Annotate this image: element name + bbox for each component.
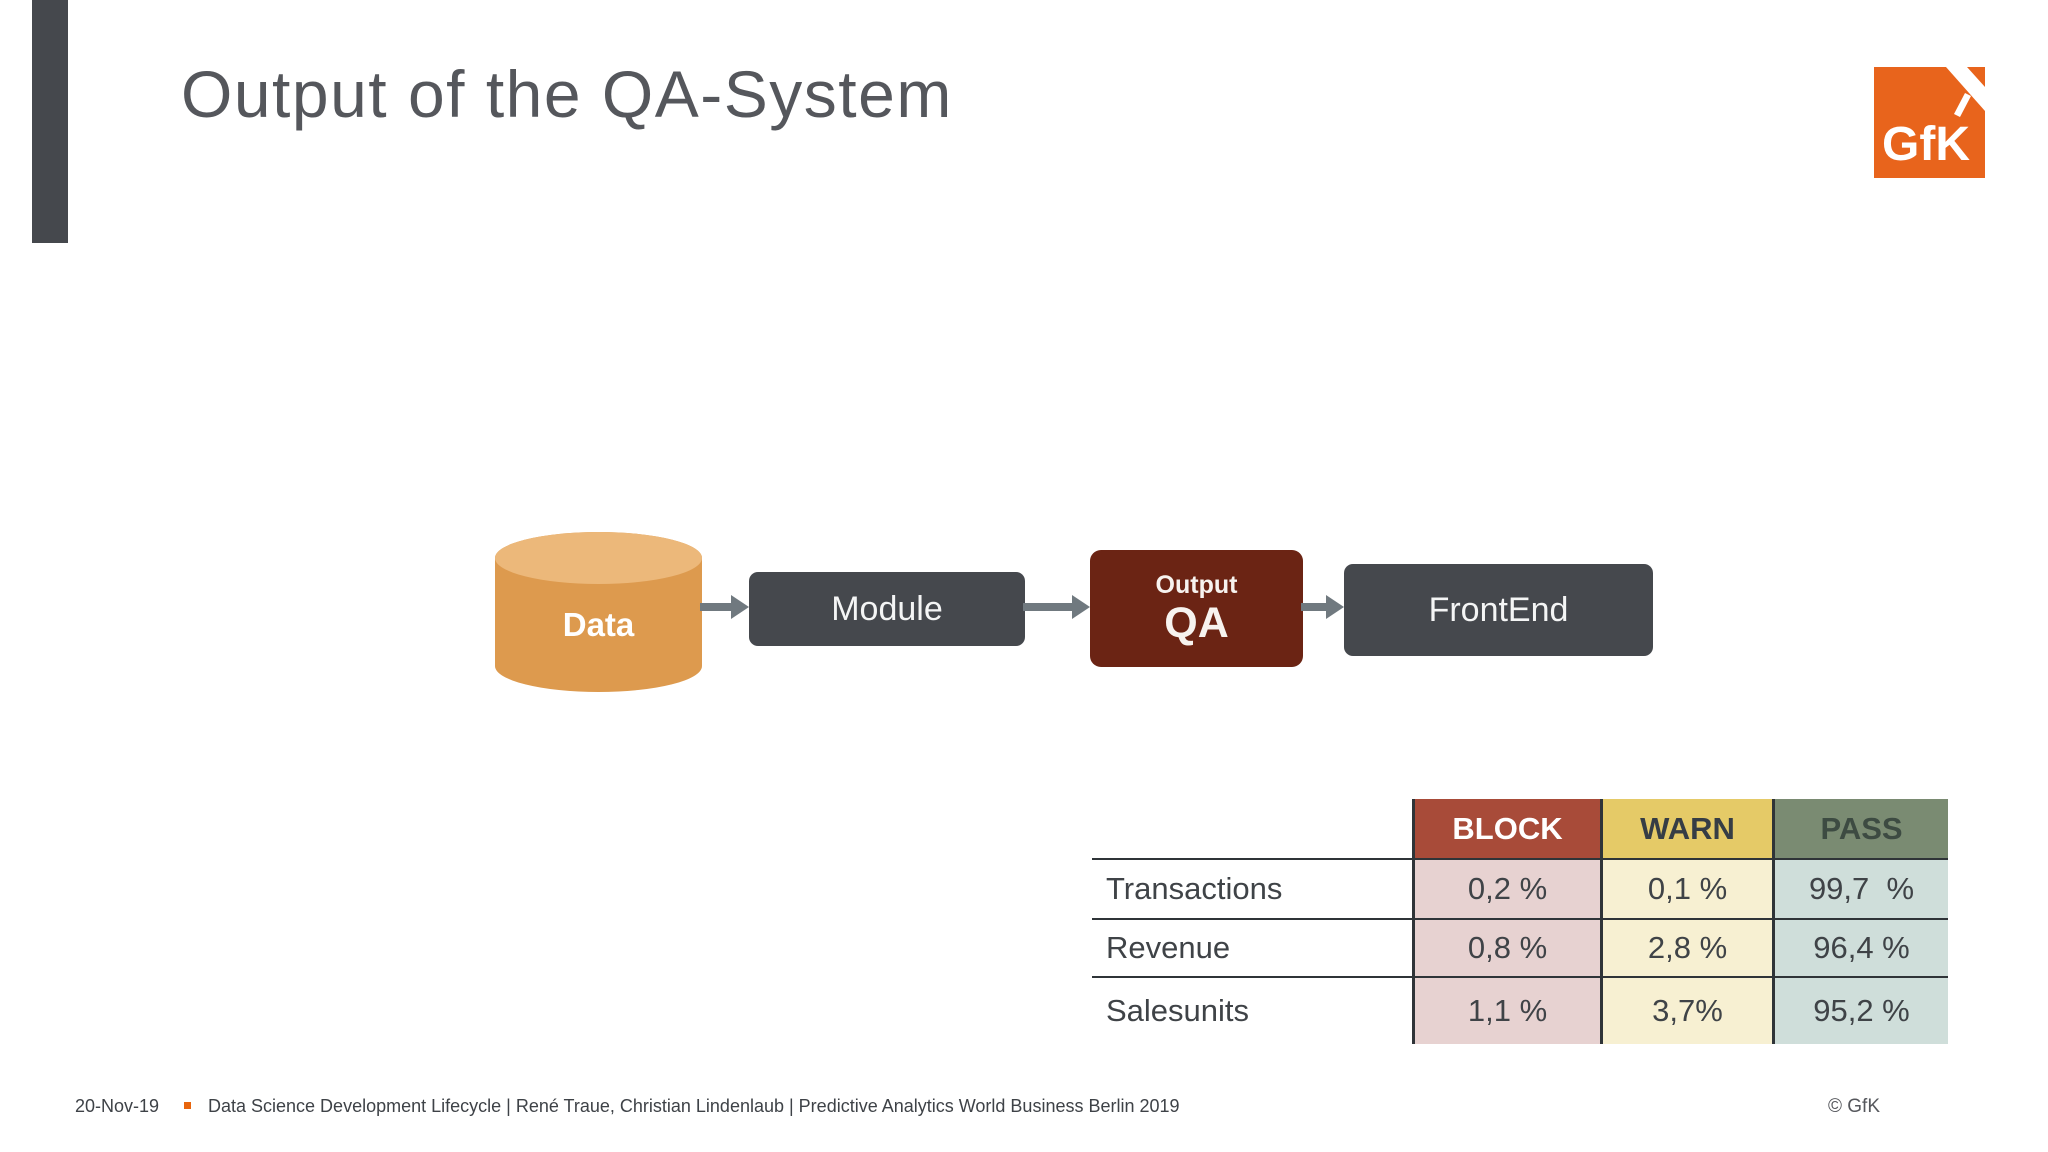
gfk-logo: GfK bbox=[1874, 67, 1985, 178]
footer-bullet-icon bbox=[184, 1102, 191, 1109]
value-revenue-pass: 96,4 % bbox=[1772, 918, 1948, 976]
value-transactions-block: 0,2 % bbox=[1412, 858, 1600, 918]
logo-corner-slash bbox=[1946, 67, 1985, 111]
page-title: Output of the QA-System bbox=[181, 57, 953, 131]
value-salesunits-warn: 3,7% bbox=[1600, 976, 1772, 1044]
flow-arrow-icon bbox=[700, 595, 749, 619]
column-header-warn: WARN bbox=[1600, 799, 1772, 858]
logo-text: GfK bbox=[1882, 118, 1970, 171]
table-corner-cell bbox=[1092, 799, 1412, 858]
node-label-data: Data bbox=[562, 606, 635, 643]
value-revenue-warn: 2,8 % bbox=[1600, 918, 1772, 976]
value-transactions-pass: 99,7 % bbox=[1772, 858, 1948, 918]
footer-description: Data Science Development Lifecycle | Ren… bbox=[208, 1096, 1180, 1116]
left-accent-bar bbox=[32, 0, 68, 243]
value-salesunits-pass: 95,2 % bbox=[1772, 976, 1948, 1044]
column-header-pass: PASS bbox=[1772, 799, 1948, 858]
row-label-salesunits: Salesunits bbox=[1092, 976, 1412, 1044]
row-label-transactions: Transactions bbox=[1092, 858, 1412, 918]
gfk-logo-icon: GfK bbox=[1874, 67, 1985, 178]
value-revenue-block: 0,8 % bbox=[1412, 918, 1600, 976]
value-transactions-warn: 0,1 % bbox=[1600, 858, 1772, 918]
flow-arrow-icon bbox=[1023, 595, 1090, 619]
output-qa-node: Output QA bbox=[1090, 550, 1303, 667]
node-label-qa: QA bbox=[1164, 598, 1229, 647]
node-label-frontend: FrontEnd bbox=[1428, 590, 1569, 629]
row-label-revenue: Revenue bbox=[1092, 918, 1412, 976]
module-node: Module bbox=[749, 572, 1025, 646]
footer-copyright: © GfK bbox=[1828, 1096, 1881, 1117]
database-cylinder-icon bbox=[495, 532, 702, 692]
node-label-module: Module bbox=[831, 589, 943, 628]
data-store-node: Data bbox=[495, 532, 702, 692]
value-salesunits-block: 1,1 % bbox=[1412, 976, 1600, 1044]
qa-results-table: BLOCK WARN PASS Transactions 0,2 % 0,1 %… bbox=[1092, 799, 1948, 1044]
footer-date: 20-Nov-19 bbox=[75, 1096, 160, 1116]
logo-k-accent bbox=[1954, 93, 1971, 117]
column-header-block: BLOCK bbox=[1412, 799, 1600, 858]
node-label-output: Output bbox=[1155, 570, 1238, 599]
frontend-node: FrontEnd bbox=[1344, 564, 1653, 656]
flow-arrow-icon bbox=[1301, 595, 1344, 619]
